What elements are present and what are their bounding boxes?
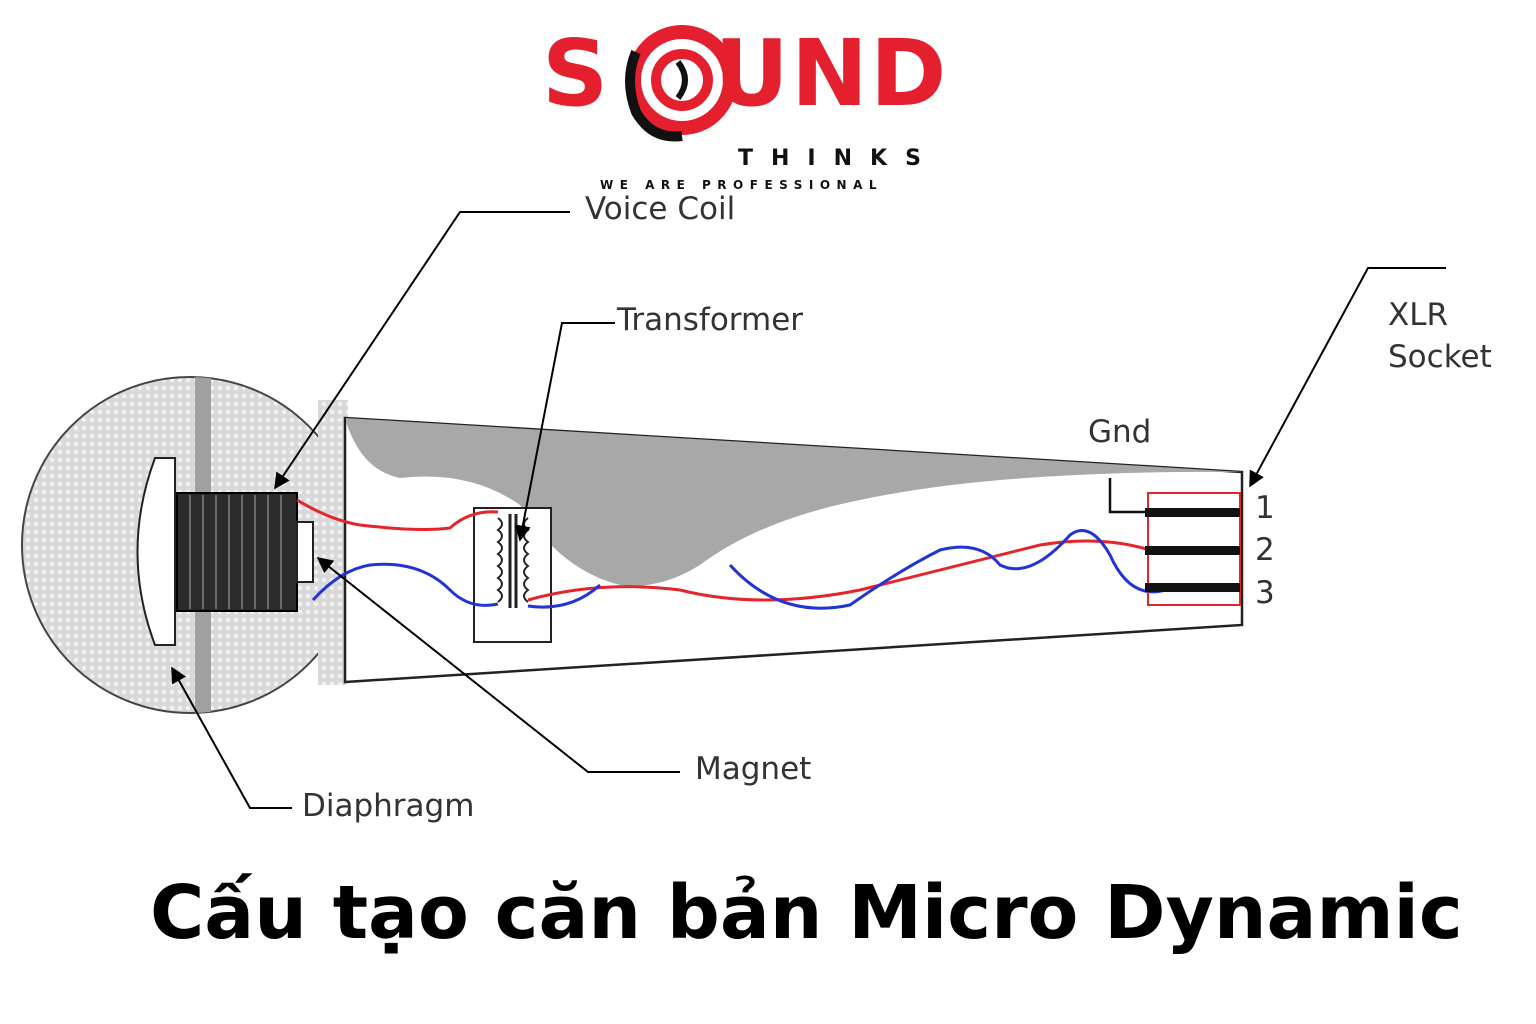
wire-red (296, 498, 1171, 602)
transformer-leader (514, 322, 615, 542)
xlr-pin-1 (1145, 508, 1240, 517)
label-pin-3: 3 (1255, 575, 1275, 611)
xlr-socket (1108, 478, 1241, 606)
speaker-icon (625, 25, 737, 142)
voice-coil-leader (274, 211, 570, 490)
label-xlr-line1: XLR (1388, 297, 1449, 333)
magnet-leader (316, 557, 680, 773)
diaphragm-leader (171, 666, 292, 809)
leader-lines (171, 211, 1446, 809)
logo-tagline: WE ARE PROFESSIONAL (600, 178, 884, 192)
xlr-pin-2 (1145, 546, 1240, 555)
label-voice-coil: Voice Coil (585, 191, 736, 227)
diaphragm (136, 457, 176, 646)
label-xlr-line2: Socket (1388, 339, 1492, 375)
magnet (296, 521, 314, 583)
xlr-pin-3 (1145, 583, 1240, 592)
voice-coil (176, 492, 298, 612)
label-gnd: Gnd (1088, 414, 1152, 450)
label-pin-2: 2 (1255, 532, 1275, 568)
diagram-caption: Cấu tạo căn bản Micro Dynamic (150, 870, 1463, 956)
label-pin-1: 1 (1255, 490, 1275, 526)
mic-body (343, 416, 1244, 684)
label-transformer: Transformer (617, 302, 804, 338)
transformer (473, 507, 552, 643)
logo-subtitle: THINKS (738, 146, 939, 171)
label-magnet: Magnet (695, 751, 812, 787)
label-diaphragm: Diaphragm (302, 788, 475, 824)
xlr-leader (1249, 267, 1446, 488)
